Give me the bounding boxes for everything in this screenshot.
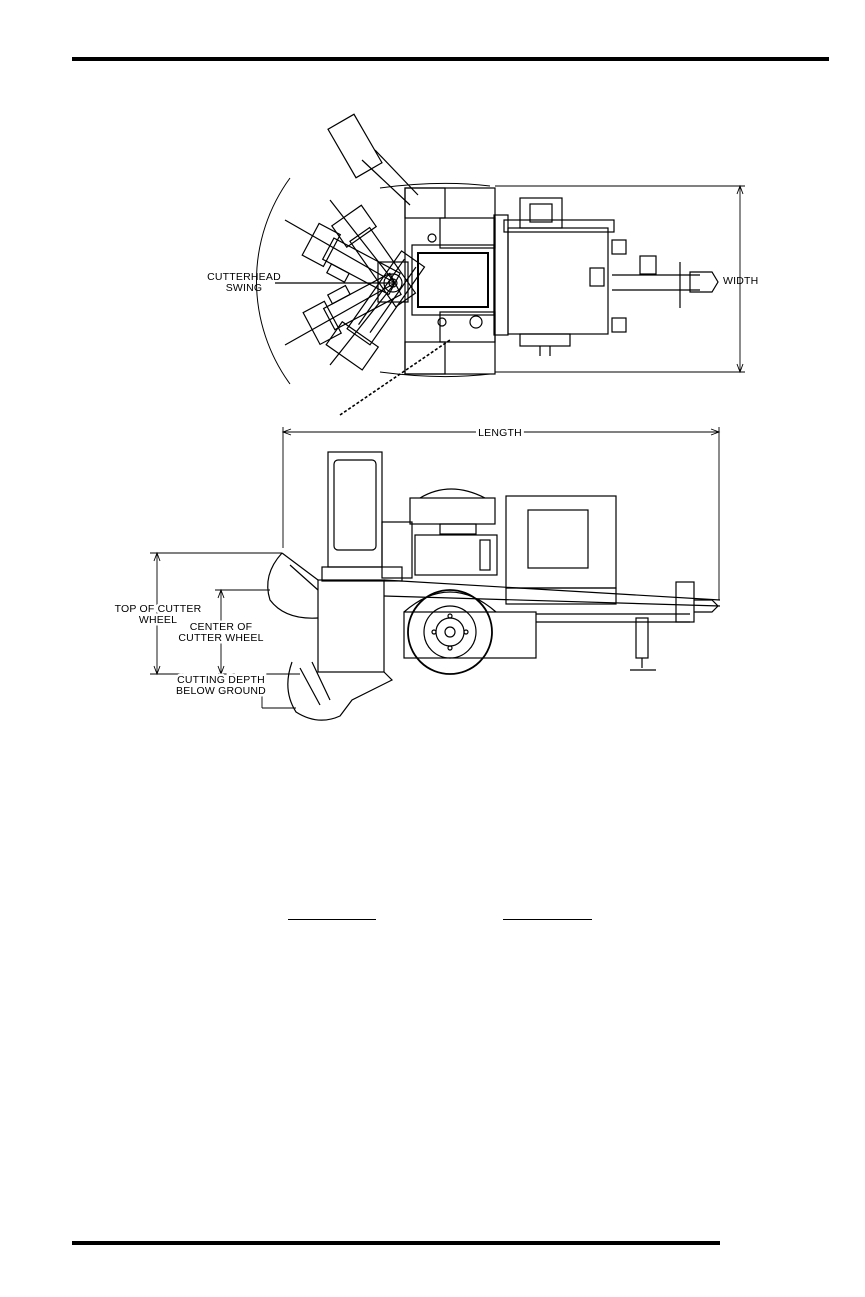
blank-line-1 bbox=[288, 919, 376, 920]
top-view-drawing bbox=[256, 114, 745, 415]
length-label: LENGTH bbox=[478, 427, 522, 439]
width-label: WIDTH bbox=[723, 275, 758, 287]
footer-rule bbox=[72, 1241, 720, 1245]
blank-line-2 bbox=[503, 919, 592, 920]
